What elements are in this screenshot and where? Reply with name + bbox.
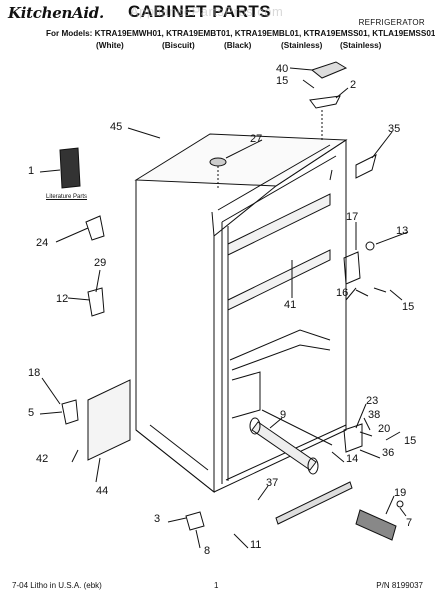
literature-parts-label: Literature Parts	[46, 194, 88, 200]
callout-3: 3	[154, 513, 161, 525]
roller-assembly	[249, 409, 333, 475]
callout-17: 17	[346, 211, 359, 223]
callout-12: 12	[56, 293, 69, 305]
literature-booklet	[59, 147, 81, 189]
hinge-17	[343, 251, 361, 285]
callout-15-right: 15	[402, 301, 415, 313]
callout-5: 5	[28, 407, 35, 419]
callout-8: 8	[204, 545, 211, 557]
callout-40: 40	[276, 63, 289, 75]
part-3	[185, 511, 205, 531]
callout-38: 38	[368, 409, 381, 421]
color-black: (Black)	[224, 41, 252, 50]
watermark: AppliancePartsPros.com	[130, 4, 284, 19]
hinge-5	[61, 399, 79, 425]
hinge-29	[87, 287, 105, 317]
callout-27: 27	[250, 133, 263, 145]
callout-36: 36	[382, 447, 395, 459]
callout-20: 20	[378, 423, 391, 435]
callout-23: 23	[366, 395, 379, 407]
color-white: (White)	[96, 41, 124, 50]
color-biscuit: (Biscuit)	[162, 41, 195, 50]
top-cover	[310, 61, 348, 79]
footer-litho: 7-04 Litho in U.S.A. (ebk)	[12, 581, 102, 590]
bracket-35	[355, 154, 377, 179]
brand-logo: KitchenAid.	[8, 4, 104, 22]
callout-1: 1	[28, 165, 35, 177]
callout-44: 44	[96, 485, 109, 497]
callout-16: 16	[336, 287, 349, 299]
callout-15-low: 15	[404, 435, 417, 447]
models-line: For Models: KTRA19EMWH01, KTRA19EMBT01, …	[46, 29, 435, 38]
page-title: CABINET PARTS	[128, 2, 272, 21]
leveler-19	[355, 509, 397, 541]
callout-37: 37	[266, 477, 279, 489]
callout-29: 29	[94, 257, 107, 269]
callout-2: 2	[350, 79, 357, 91]
bottom-rail	[275, 481, 353, 525]
callout-41: 41	[284, 299, 297, 311]
callout-13: 13	[396, 225, 409, 237]
callout-42: 42	[36, 453, 49, 465]
callout-14: 14	[346, 453, 359, 465]
callout-15-top: 15	[276, 75, 289, 87]
callout-9: 9	[280, 409, 287, 421]
callout-35: 35	[388, 123, 401, 135]
side-panel	[87, 379, 131, 461]
callout-18: 18	[28, 367, 41, 379]
footer-part-number: P/N 8199037	[376, 581, 423, 590]
color-stainless-2: (Stainless)	[340, 41, 382, 50]
category-label: REFRIGERATOR	[358, 18, 425, 27]
callout-19: 19	[394, 487, 407, 499]
callout-7: 7	[406, 517, 413, 529]
callout-11: 11	[250, 539, 262, 551]
cabinet-shell	[134, 133, 348, 494]
callout-24: 24	[36, 237, 49, 249]
footer-page-number: 1	[214, 581, 219, 590]
color-stainless-1: (Stainless)	[281, 41, 323, 50]
bracket-36	[343, 423, 363, 453]
plug-27	[209, 157, 227, 167]
hinge-24	[85, 215, 105, 241]
top-hinge	[309, 95, 341, 109]
callout-45: 45	[110, 121, 123, 133]
